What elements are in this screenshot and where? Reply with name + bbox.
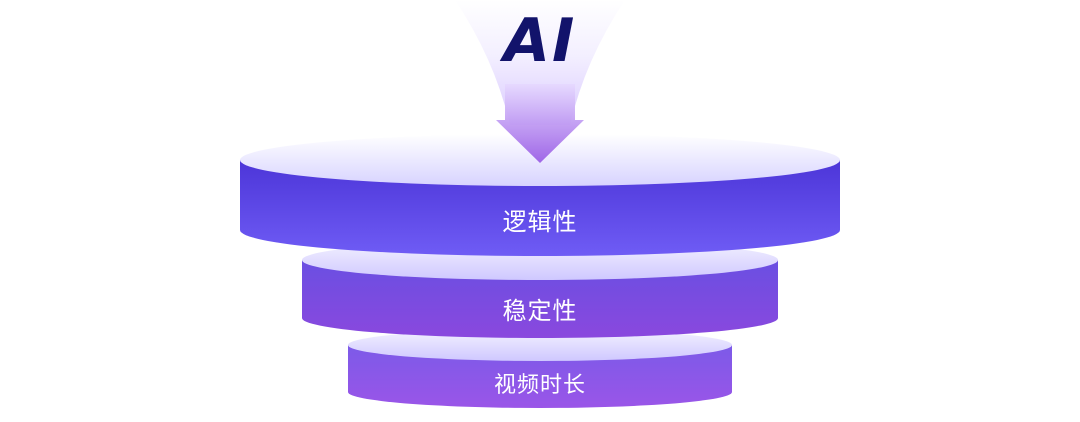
tier-1-label: 逻辑性 <box>502 208 578 236</box>
ai-title: AI <box>503 6 577 76</box>
tier-2-label: 稳定性 <box>502 297 578 325</box>
down-arrow-icon <box>496 84 584 163</box>
tier-3-label: 视频时长 <box>493 373 586 398</box>
tier-3-disc <box>348 329 732 408</box>
funnel-beam <box>455 0 625 125</box>
